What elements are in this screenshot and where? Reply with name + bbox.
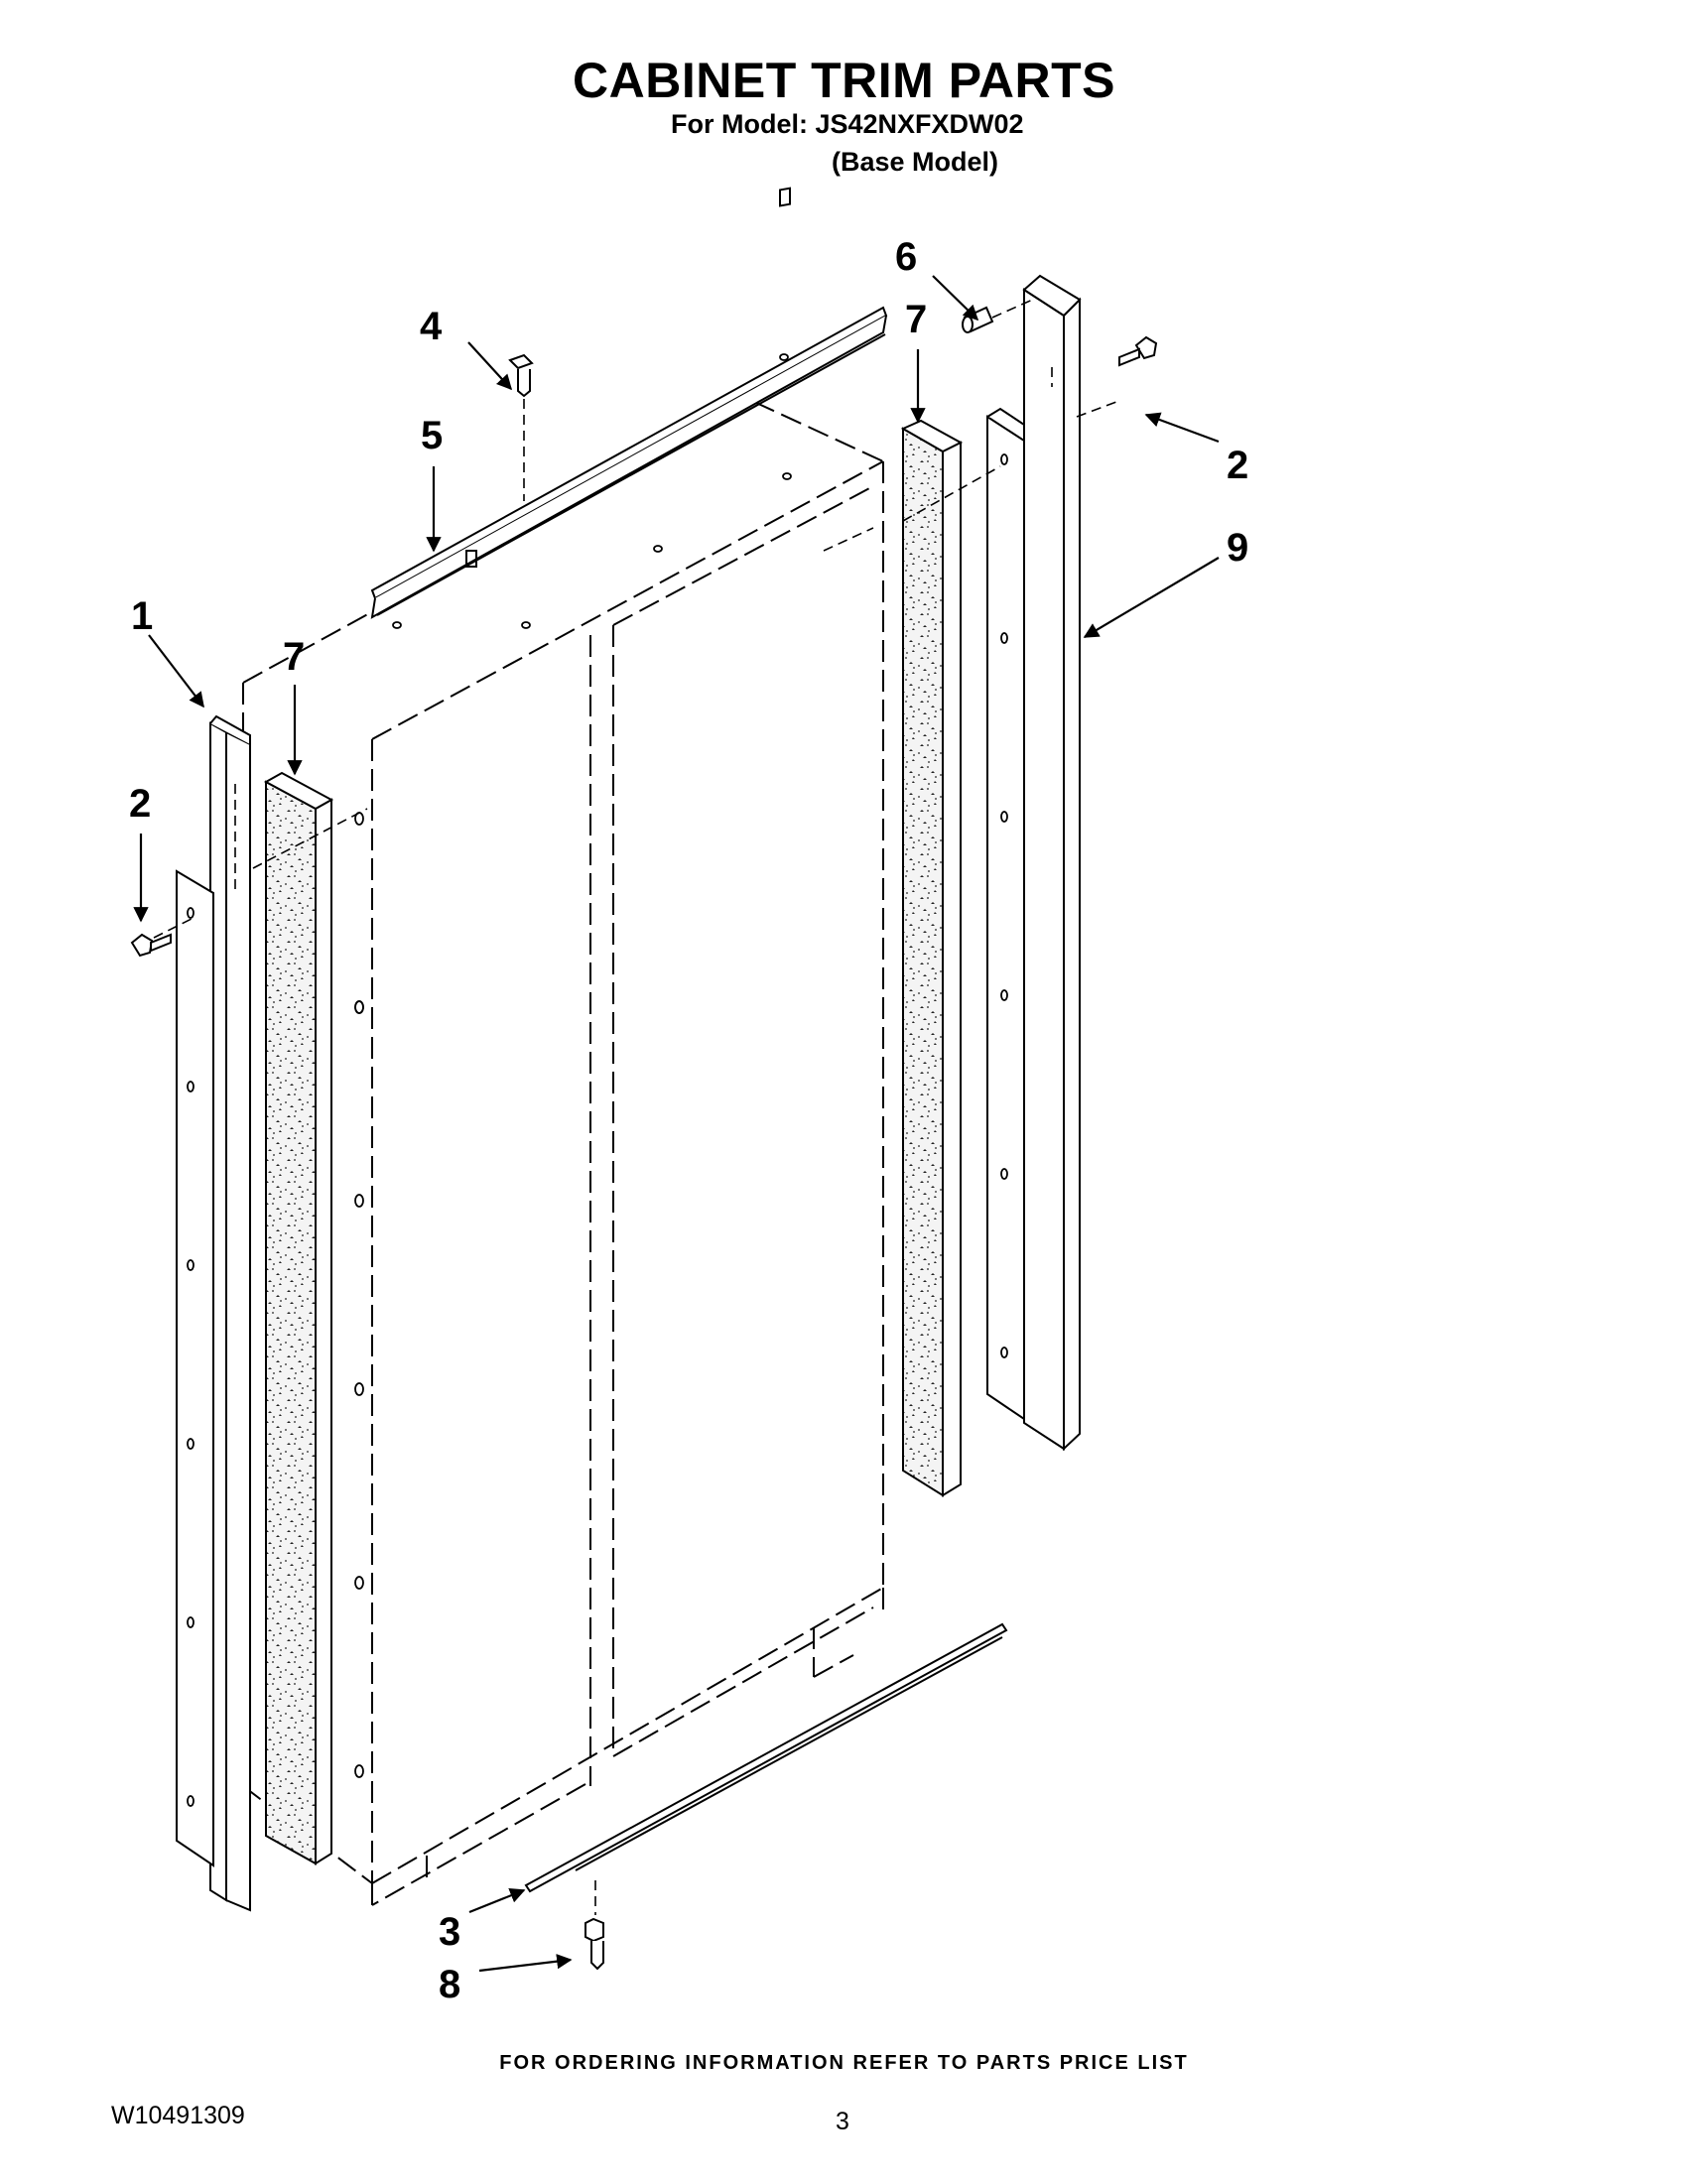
model-number: For Model: JS42NXFXDW02 xyxy=(671,109,1024,139)
right-trim-holes xyxy=(1000,453,1008,1358)
page-title: CABINET TRIM PARTS xyxy=(573,53,1115,108)
right-outer-trim xyxy=(1022,274,1082,1452)
callout-2-left: 2 xyxy=(129,782,151,826)
spacer-part-6 xyxy=(962,306,994,333)
top-trim-rail xyxy=(370,187,888,619)
screw-part-2-right xyxy=(1118,335,1158,367)
callout-7-left: 7 xyxy=(283,635,305,679)
callout-5: 5 xyxy=(421,414,443,457)
left-foam-strip xyxy=(263,771,334,1865)
callout-1: 1 xyxy=(131,594,153,638)
cabinet-screw-holes xyxy=(354,353,792,1778)
left-outer-trim xyxy=(209,714,251,1912)
assembly-lines xyxy=(153,297,1117,1915)
callout-6: 6 xyxy=(895,235,917,279)
callout-8: 8 xyxy=(439,1963,460,2006)
callout-arrows xyxy=(133,275,1220,1973)
screw-part-2-left xyxy=(130,933,172,958)
left-trim-holes xyxy=(187,907,195,1807)
callout-3: 3 xyxy=(439,1910,460,1954)
screw-part-4 xyxy=(508,353,534,398)
document-number: W10491309 xyxy=(111,2102,245,2129)
ordering-info-note: FOR ORDERING INFORMATION REFER TO PARTS … xyxy=(499,2052,1189,2074)
callout-4: 4 xyxy=(420,305,443,348)
cabinet-body xyxy=(242,401,884,1910)
right-inner-trim xyxy=(986,407,1025,1421)
callout-7-right: 7 xyxy=(905,298,927,341)
right-foam-strip xyxy=(900,419,964,1497)
bottom-trim-rail xyxy=(524,1622,1008,1893)
callout-2-right: 2 xyxy=(1227,444,1248,487)
left-inner-trim xyxy=(176,869,214,1867)
callout-9: 9 xyxy=(1227,526,1248,570)
screw-part-8 xyxy=(584,1917,604,1971)
page-number: 3 xyxy=(836,2108,849,2135)
base-model-label: (Base Model) xyxy=(832,147,999,177)
